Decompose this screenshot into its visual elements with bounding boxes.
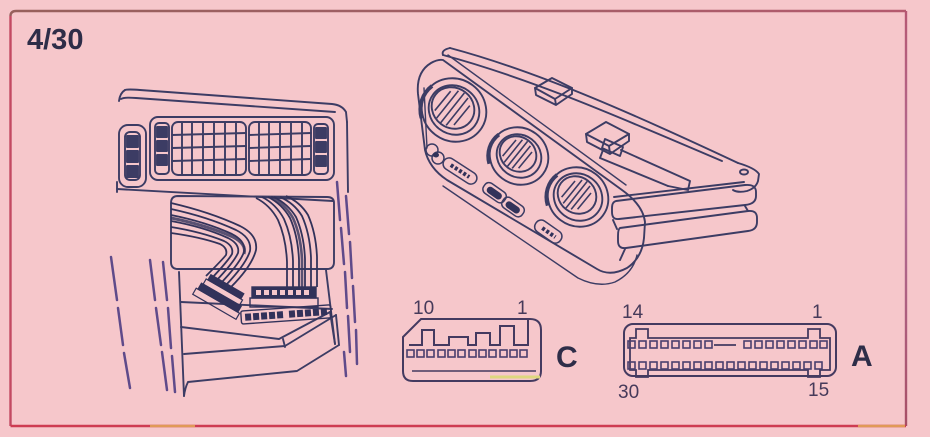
- svg-text:A: A: [851, 340, 873, 373]
- svg-text:1: 1: [517, 298, 528, 319]
- svg-text:4/30: 4/30: [27, 24, 83, 56]
- svg-text:C: C: [556, 341, 578, 374]
- svg-text:10: 10: [413, 298, 434, 319]
- svg-text:30: 30: [618, 382, 639, 403]
- svg-text:14: 14: [622, 302, 644, 323]
- svg-text:1: 1: [812, 302, 823, 323]
- svg-text:15: 15: [808, 380, 829, 401]
